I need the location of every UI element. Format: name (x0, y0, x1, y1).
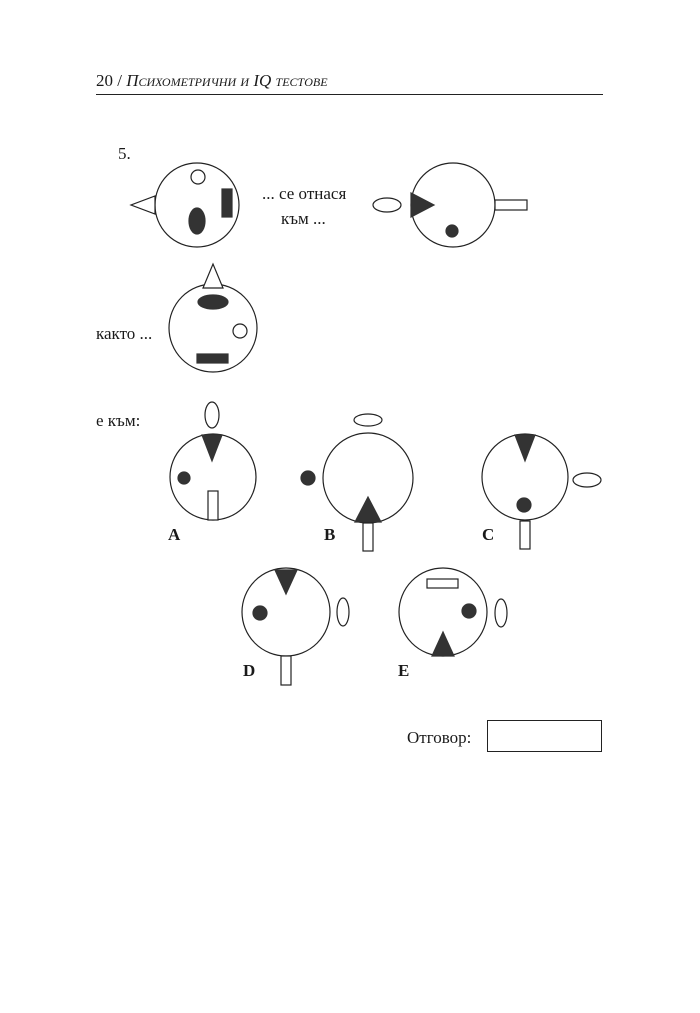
relates-text-line1: ... се отнася (262, 184, 347, 203)
figure-as (168, 262, 258, 373)
option-c-figure (481, 433, 602, 550)
running-header: 20 / Психометрични и IQ тестове (96, 72, 328, 89)
option-d-label[interactable]: D (243, 661, 256, 680)
book-title: Психометрични и IQ тестове (126, 71, 328, 90)
option-a-label[interactable]: A (168, 525, 181, 544)
relates-text-line2: към ... (281, 209, 326, 228)
option-e-label[interactable]: E (398, 661, 410, 680)
answer-label: Отговор: (407, 728, 472, 747)
option-b-figure (300, 413, 414, 552)
option-a-figure (169, 401, 257, 521)
question-number: 5. (118, 144, 131, 163)
is-to-text: е към: (96, 411, 141, 430)
option-d-figure (241, 567, 350, 686)
option-c-label[interactable]: C (482, 525, 495, 544)
page-number: 20 (96, 71, 113, 90)
figure-source-1 (129, 162, 240, 248)
option-b-label[interactable]: B (324, 525, 336, 544)
option-e-figure (398, 567, 508, 657)
as-text: както ... (96, 324, 153, 343)
figure-source-2 (372, 162, 528, 248)
header-separator: / (113, 71, 127, 90)
answer-box[interactable] (487, 720, 602, 752)
header-rule (96, 94, 603, 95)
